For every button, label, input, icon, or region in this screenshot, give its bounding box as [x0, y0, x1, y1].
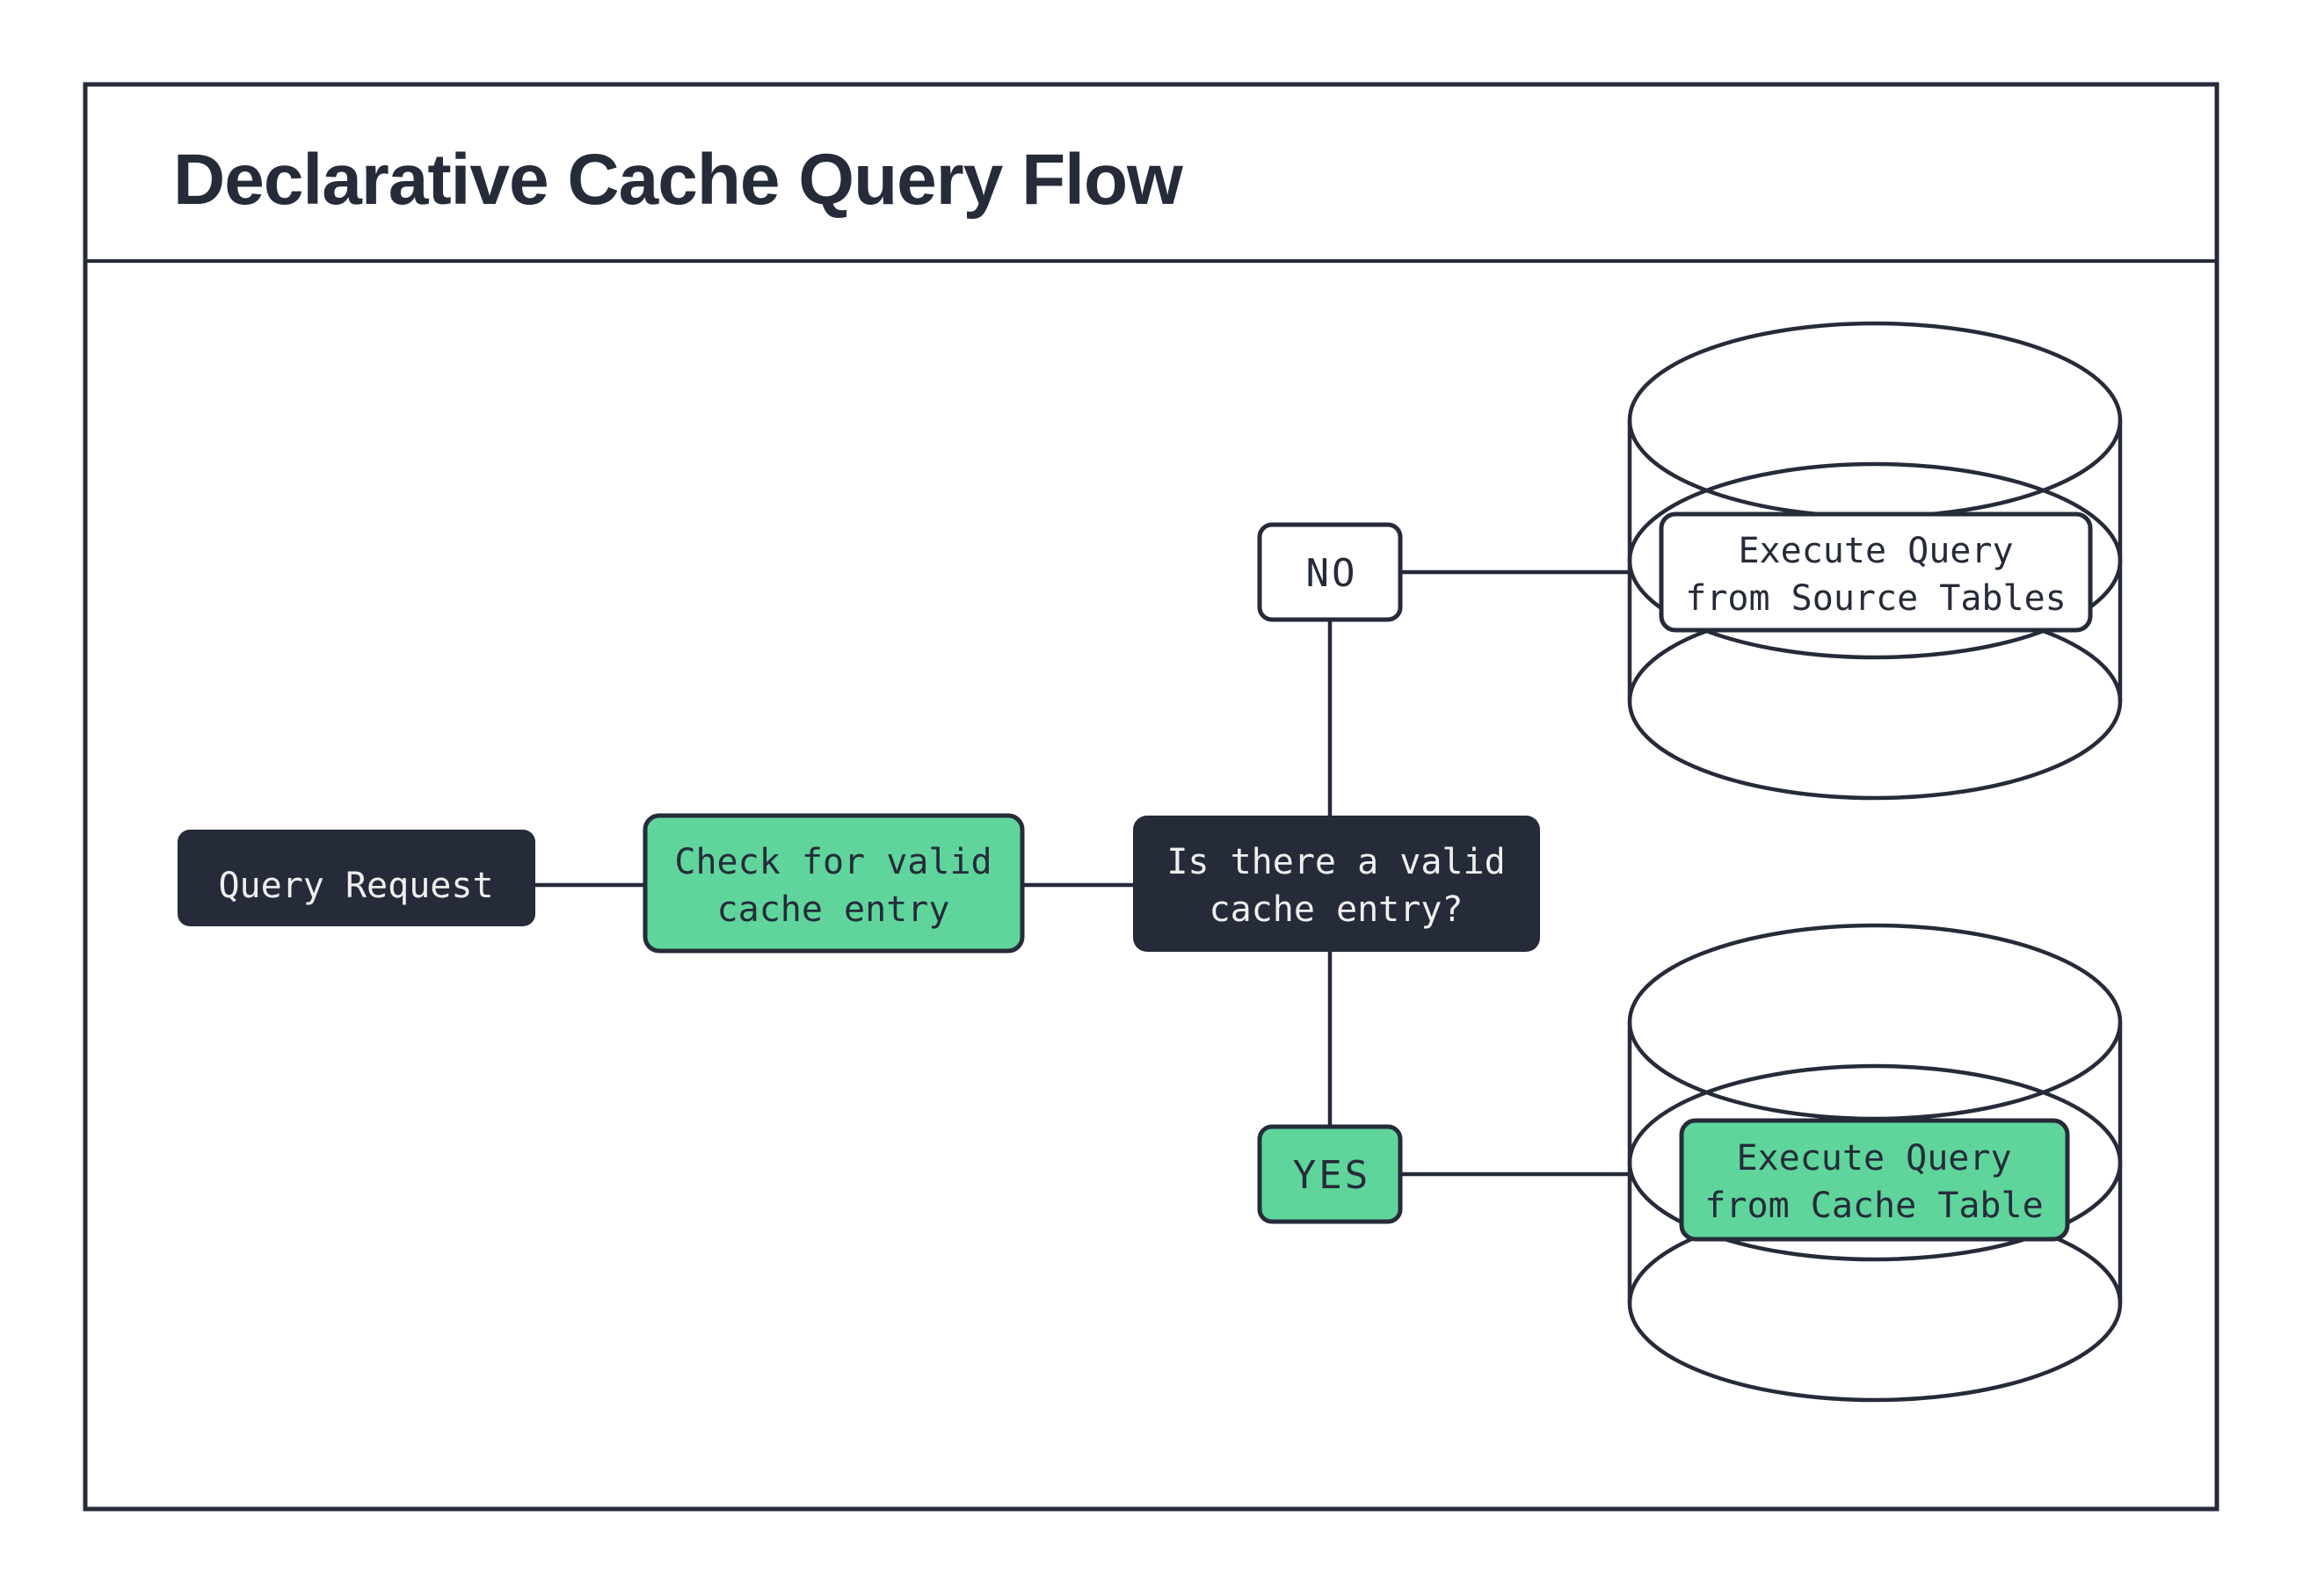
execute-source-node: Execute Query from Source Tables [1659, 511, 2093, 633]
query-request-node: Query Request [178, 830, 535, 926]
cylinder-disk [1627, 321, 2123, 519]
no-branch-label: NO [1306, 551, 1358, 596]
execute-source-box [1659, 511, 2093, 633]
yes-branch-box [1257, 1124, 1403, 1224]
check-cache-node: Check for valid cache entry [643, 813, 1025, 954]
execute-cache-node: Execute Query from Cache Table [1679, 1118, 2070, 1242]
yes-branch-label: YES [1293, 1153, 1370, 1198]
no-branch-node: NO [1257, 522, 1403, 622]
decision-box [1133, 816, 1540, 952]
page-title: Declarative Cache Query Flow [173, 140, 1183, 220]
cylinder-disk [1627, 923, 2123, 1121]
query-request-label: Query Request [218, 866, 493, 906]
query-request-box [178, 830, 535, 926]
execute-source-label-line1: Execute Query [1738, 531, 2013, 571]
execute-cache-label-line1: Execute Query [1736, 1138, 2011, 1179]
decision-label-line1: Is there a valid [1166, 842, 1505, 882]
connectors [535, 569, 1631, 1177]
check-cache-box [643, 813, 1025, 954]
cylinder-disk [1627, 461, 2123, 660]
check-cache-label-line1: Check for valid [674, 842, 992, 882]
decision-label-line2: cache entry? [1210, 889, 1464, 930]
execute-source-label-line2: from Source Tables [1685, 578, 2066, 619]
no-branch-box [1257, 522, 1403, 622]
cylinder-disk [1627, 602, 2123, 801]
cylinder-disk [1627, 1063, 2123, 1262]
diagram-frame [83, 82, 2219, 1512]
execute-cache-box [1679, 1118, 2070, 1242]
yes-branch-node: YES [1257, 1124, 1403, 1224]
decision-node: Is there a valid cache entry? [1133, 816, 1540, 952]
execute-cache-label-line2: from Cache Table [1704, 1186, 2043, 1226]
check-cache-label-line2: cache entry [717, 889, 950, 930]
